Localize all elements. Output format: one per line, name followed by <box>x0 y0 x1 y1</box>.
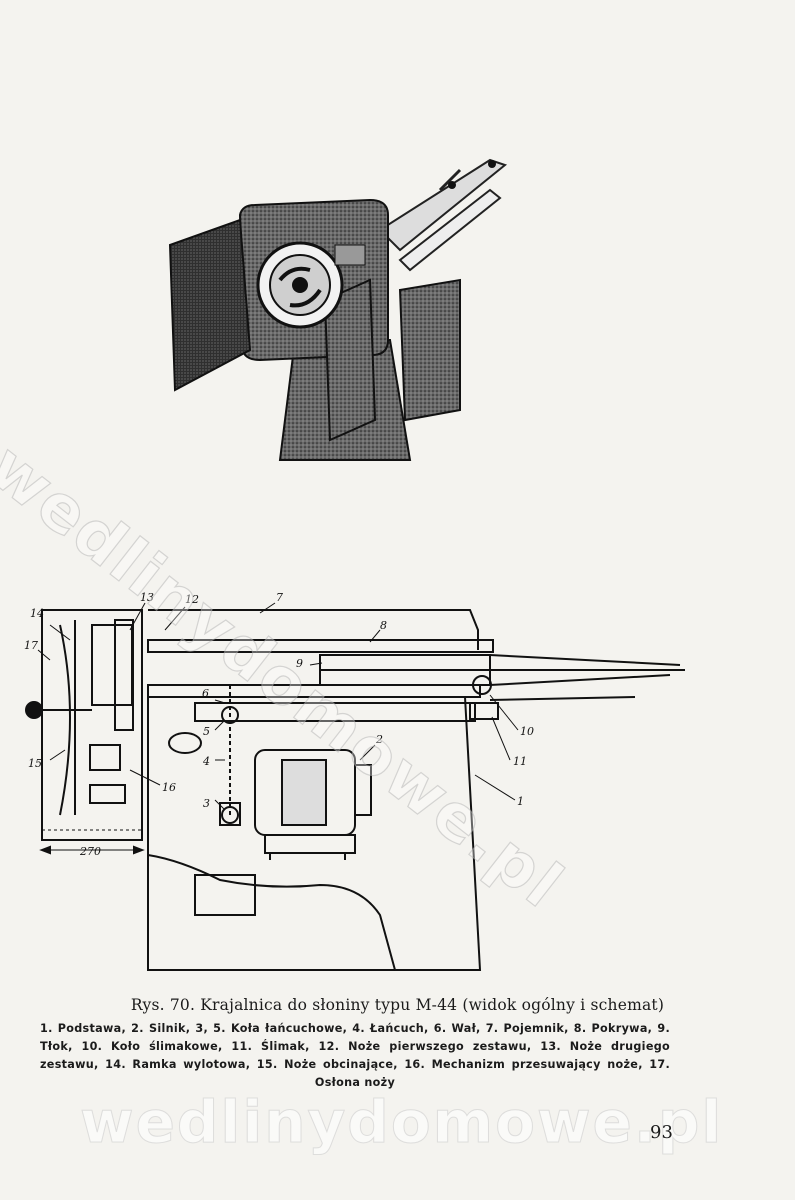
label-3: 3 <box>203 797 210 810</box>
label-12: 12 <box>185 593 199 606</box>
label-10: 10 <box>520 725 534 738</box>
label-5: 5 <box>203 725 210 738</box>
label-17: 17 <box>24 639 38 652</box>
figure-legend: 1. Podstawa, 2. Silnik, 3, 5. Koła łańcu… <box>40 1022 670 1089</box>
label-1: 1 <box>517 795 524 808</box>
label-6: 6 <box>202 687 209 700</box>
slicer-general-view-illustration <box>168 158 508 461</box>
figure-caption: Rys. 70. Krajalnica do słoniny typu M-44… <box>130 996 665 1014</box>
label-4: 4 <box>202 755 210 768</box>
bottom-watermark: wedlinydomowe.pl <box>79 1088 724 1157</box>
label-11: 11 <box>513 755 527 768</box>
label-13: 13 <box>140 591 154 604</box>
label-16: 16 <box>162 781 176 794</box>
dimension-label: 270 <box>79 845 101 858</box>
label-8: 8 <box>380 619 387 632</box>
page-number: 93 <box>650 1122 673 1143</box>
label-15: 15 <box>28 757 42 770</box>
label-9: 9 <box>296 657 303 670</box>
label-2: 2 <box>375 733 383 746</box>
label-7: 7 <box>276 591 283 604</box>
slicer-schematic-diagram: 14 17 13 12 7 8 9 6 5 4 3 2 1 10 11 15 1… <box>24 591 685 971</box>
knife-housing <box>41 609 143 841</box>
label-14: 14 <box>30 607 44 620</box>
